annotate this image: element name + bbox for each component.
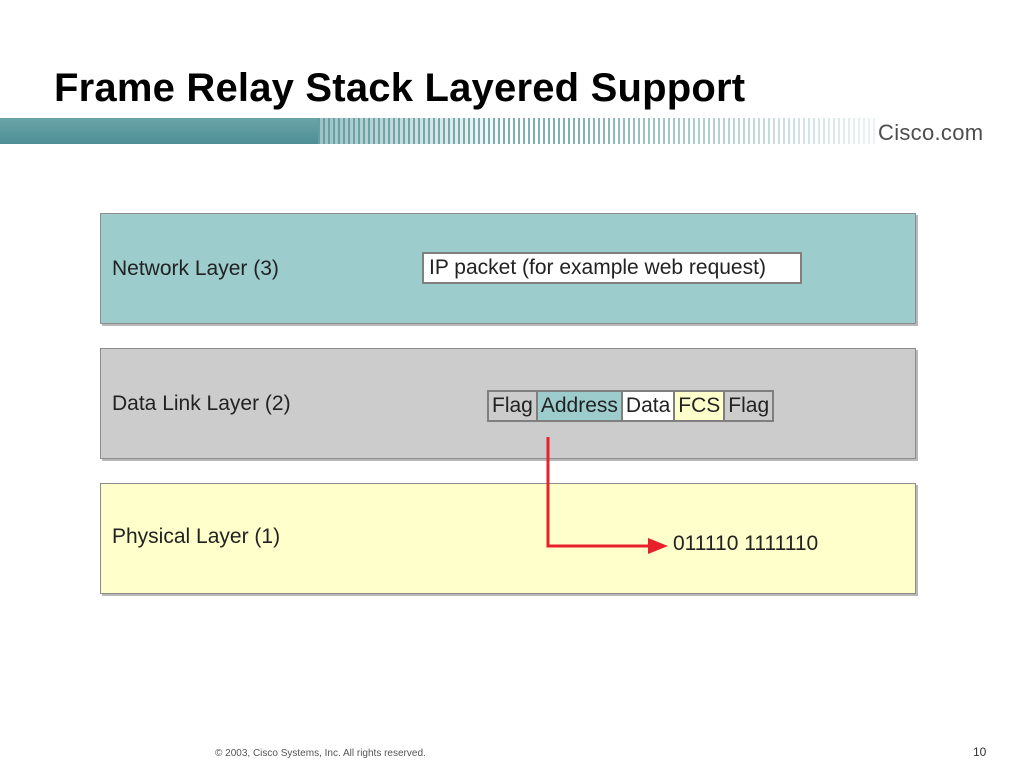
physical-layer-box: Physical Layer (1) 011110 1111110 bbox=[100, 483, 916, 594]
header-banner: Cisco.com bbox=[0, 118, 1024, 145]
network-layer-label: Network Layer (3) bbox=[112, 257, 279, 280]
frame-format: Flag Address Data FCS Flag bbox=[487, 390, 775, 422]
ip-packet-box: IP packet (for example web request) bbox=[422, 252, 802, 284]
banner-fade bbox=[318, 118, 518, 144]
banner-bar bbox=[0, 118, 318, 144]
physical-layer-label: Physical Layer (1) bbox=[112, 525, 281, 548]
cisco-logo: Cisco.com bbox=[878, 120, 984, 145]
frame-field-flag-start: Flag bbox=[489, 392, 538, 420]
slide-title: Frame Relay Stack Layered Support bbox=[54, 66, 746, 110]
frame-field-data: Data bbox=[622, 392, 676, 420]
frame-field-fcs: FCS bbox=[675, 392, 726, 420]
bit-stream: 011110 1111110 bbox=[673, 532, 819, 555]
frame-field-address: Address bbox=[537, 392, 623, 420]
datalink-layer-box: Data Link Layer (2) Flag Address Data FC… bbox=[100, 348, 916, 459]
copyright-footer: © 2003, Cisco Systems, Inc. All rights r… bbox=[215, 748, 426, 759]
page-number: 10 bbox=[973, 745, 987, 759]
frame-field-flag-end: Flag bbox=[725, 392, 773, 420]
network-layer-box: Network Layer (3) IP packet (for example… bbox=[100, 213, 916, 324]
datalink-layer-label: Data Link Layer (2) bbox=[112, 392, 291, 415]
